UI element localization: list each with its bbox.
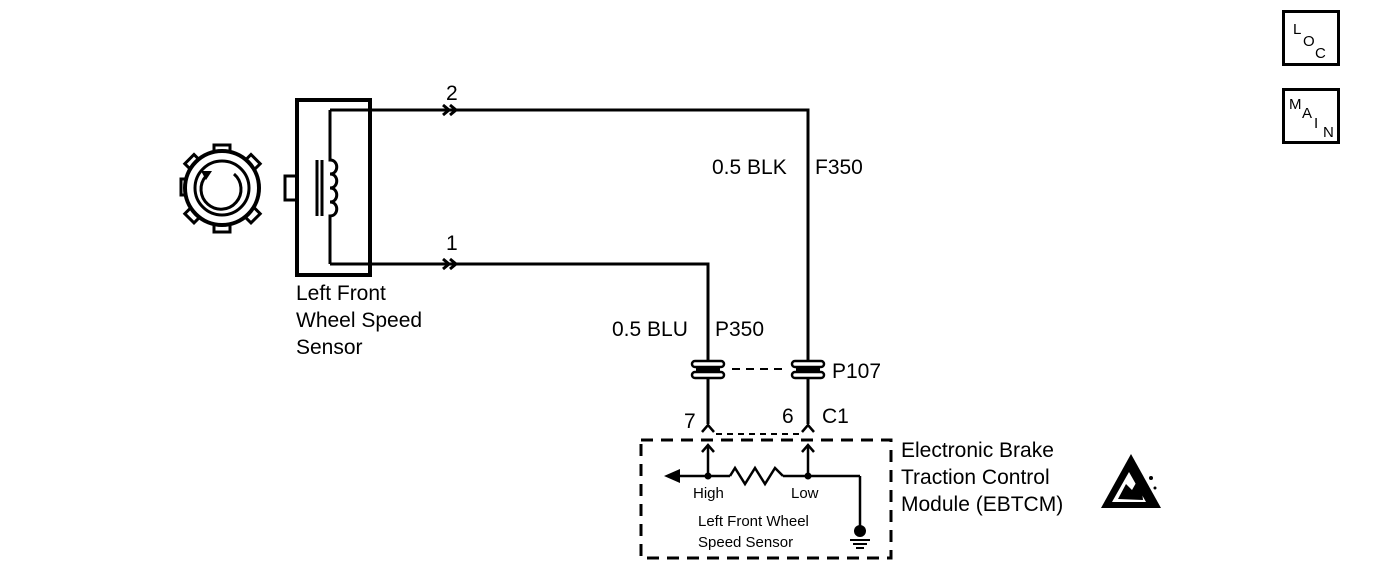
circuit-f350-label: F350 — [815, 156, 863, 179]
ebtcm-label-line1: Electronic Brake — [901, 439, 1054, 462]
pin-7-label: 7 — [684, 410, 696, 433]
ebtcm-label-line2: Traction Control — [901, 466, 1050, 489]
main-letter-a: A — [1302, 105, 1313, 122]
main-letter-m: M — [1289, 96, 1302, 113]
circuit-p350-label: P350 — [715, 318, 764, 341]
high-label: High — [693, 485, 724, 502]
pin-2-label: 2 — [446, 82, 458, 105]
wire-p350 — [330, 257, 710, 360]
tone-wheel-icon — [179, 143, 263, 234]
wire-blk-color: 0.5 BLK — [712, 156, 787, 179]
ebtcm-module-box — [639, 438, 893, 560]
ground-icon — [850, 525, 870, 549]
sensor-label-line1: Left Front — [296, 282, 386, 305]
loc-letter-l: L — [1293, 21, 1302, 38]
wheel-speed-sensor-body — [283, 98, 372, 277]
ebtcm-label-line3: Module (EBTCM) — [901, 493, 1063, 516]
wire-to-c1 — [706, 378, 810, 424]
junction-high — [704, 472, 712, 480]
loc-letter-o: O — [1303, 33, 1315, 50]
esd-warning-icon — [1101, 454, 1161, 508]
wire-blu-color: 0.5 BLU — [612, 318, 688, 341]
signal-arrow-icon — [664, 469, 680, 483]
connector-p107-label: P107 — [832, 360, 881, 383]
internal-sensor-label-line2: Speed Sensor — [698, 534, 793, 551]
loc-nav-button[interactable]: L O C — [1282, 10, 1340, 66]
connector-c1-icon — [701, 423, 815, 435]
main-letter-n: N — [1323, 124, 1334, 141]
low-label: Low — [791, 485, 819, 502]
pin-6-label: 6 — [782, 405, 794, 428]
sensor-label-line3: Sensor — [296, 336, 363, 359]
pin-1-label: 1 — [446, 232, 458, 255]
wire-f350 — [330, 103, 810, 360]
main-nav-button[interactable]: M A I N — [1282, 88, 1340, 144]
sensor-coil-icon — [315, 110, 339, 264]
ebtcm-internal-circuit — [678, 443, 862, 526]
junction-low — [804, 472, 812, 480]
sensor-label-line2: Wheel Speed — [296, 309, 422, 332]
connector-c1-label: C1 — [822, 405, 849, 428]
main-letter-i: I — [1314, 115, 1319, 132]
loc-letter-c: C — [1315, 45, 1326, 62]
connector-p107-icon — [690, 359, 826, 380]
internal-sensor-label-line1: Left Front Wheel — [698, 513, 809, 530]
